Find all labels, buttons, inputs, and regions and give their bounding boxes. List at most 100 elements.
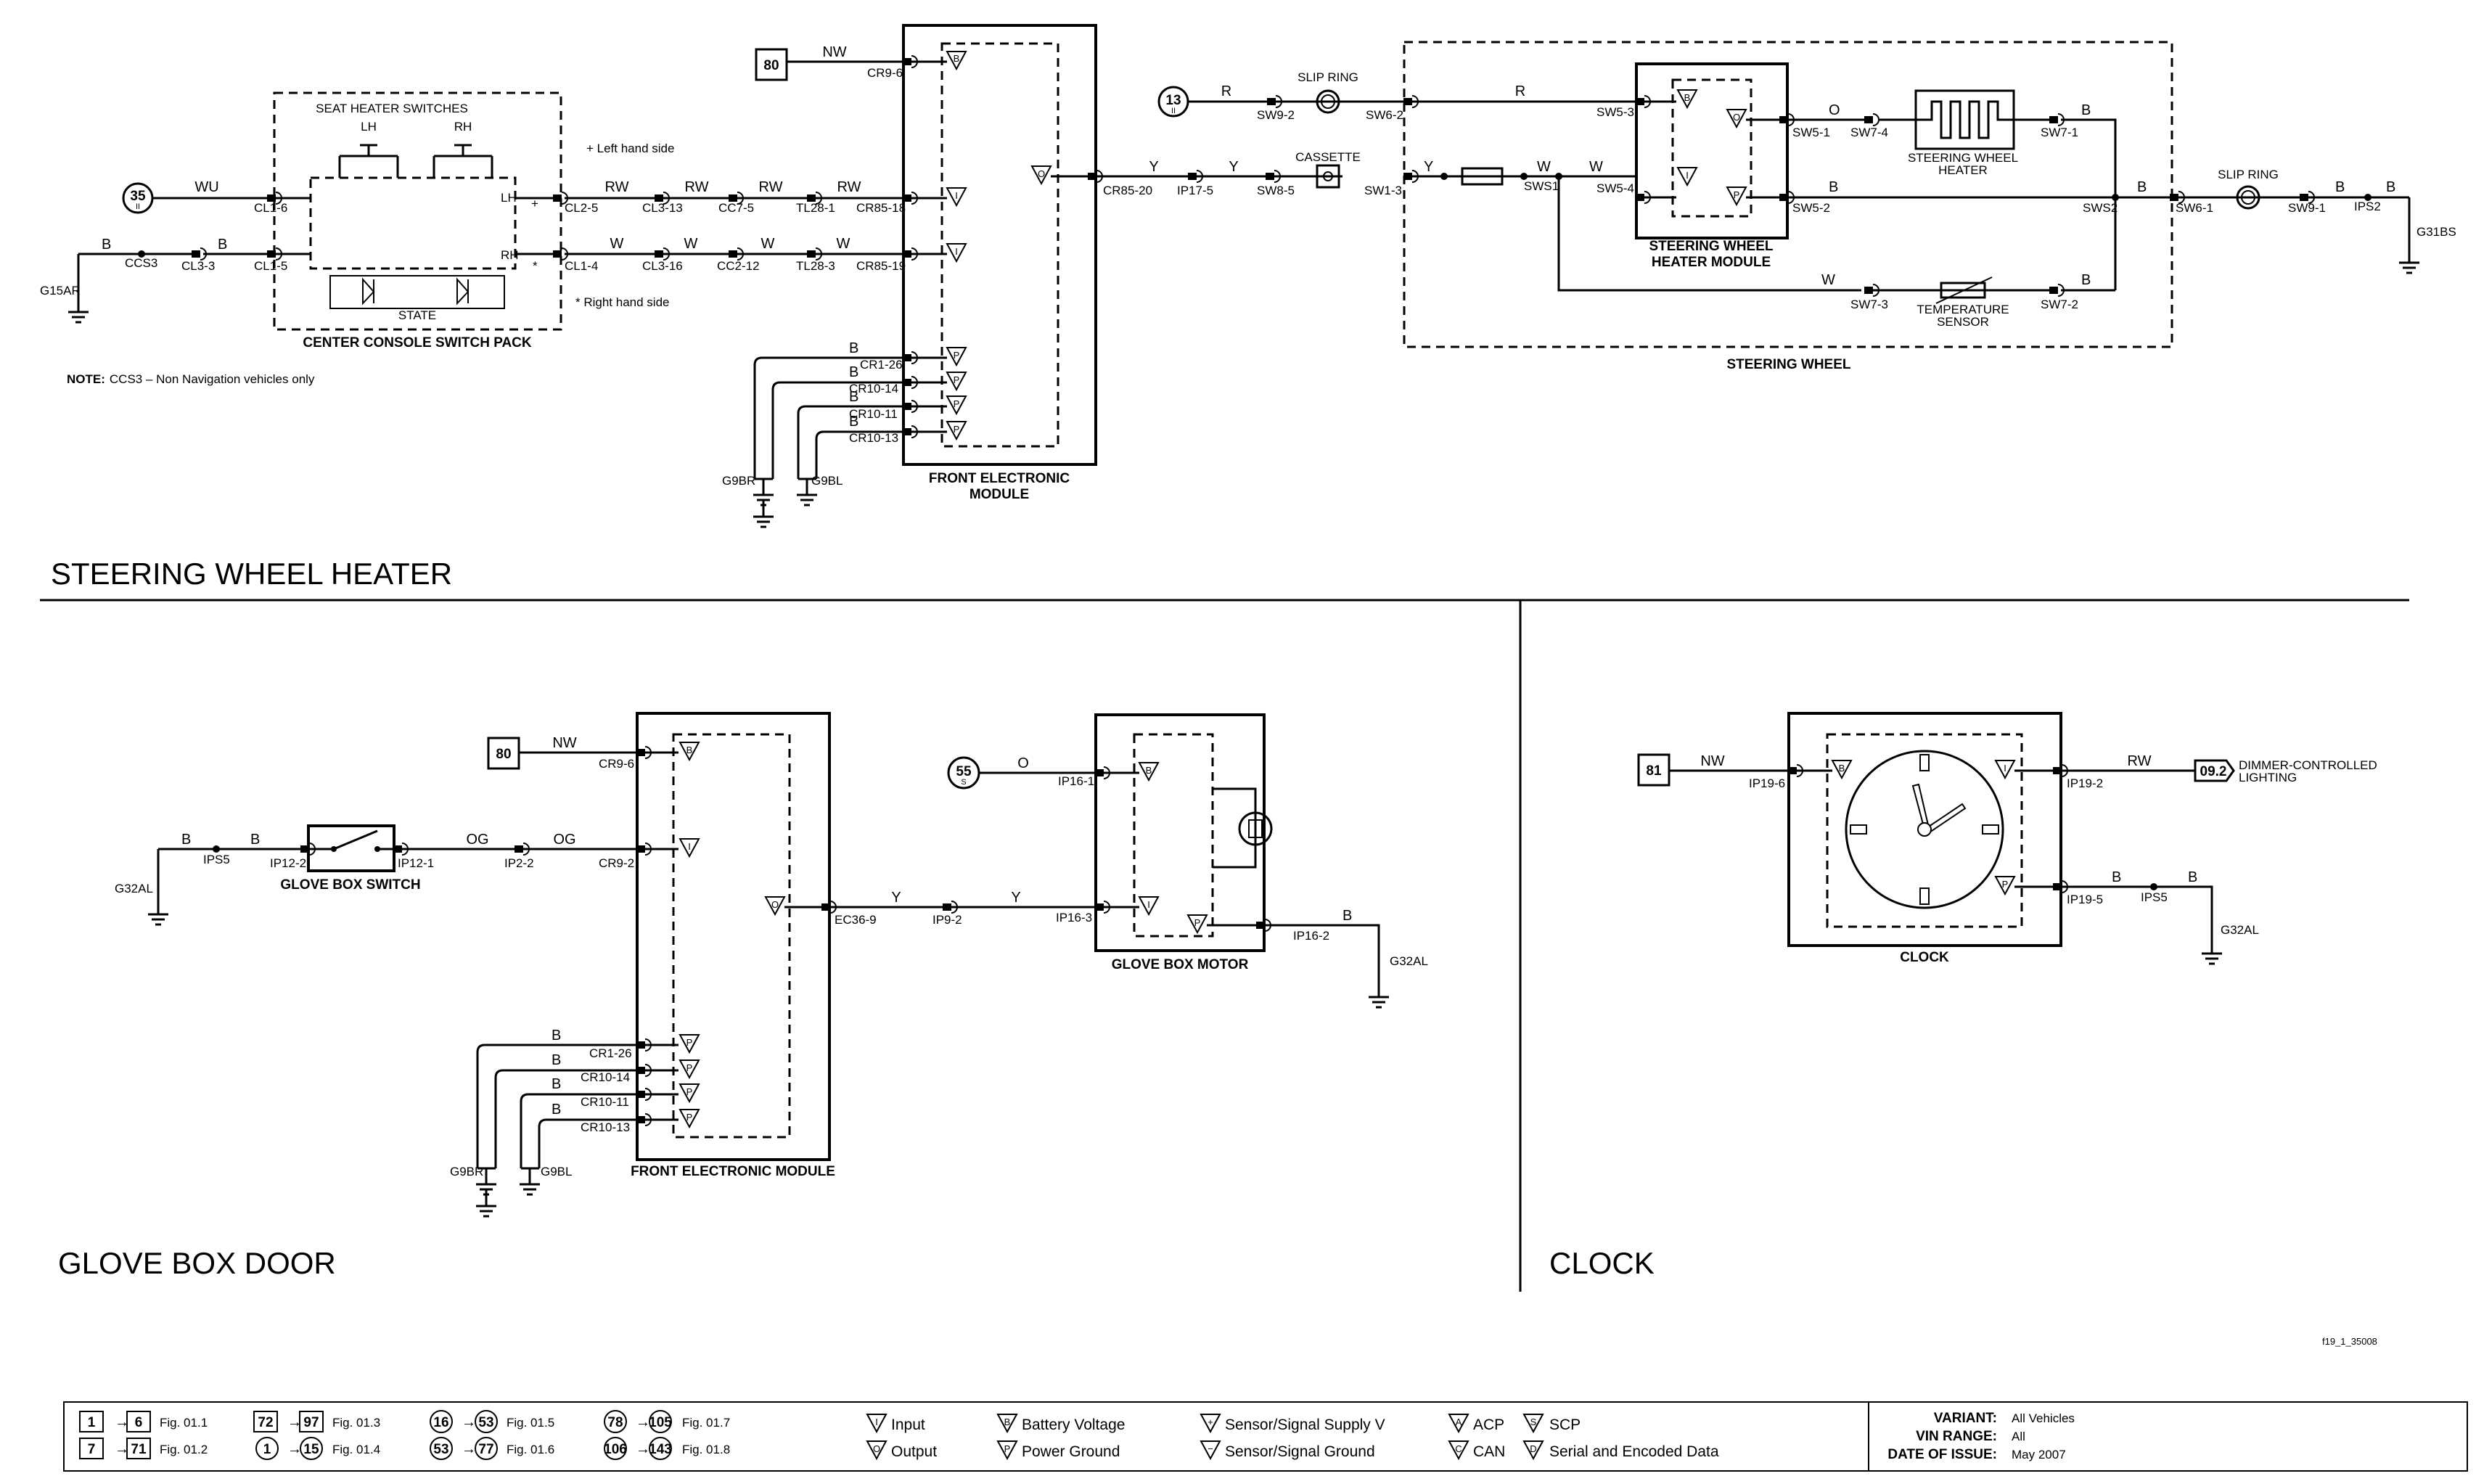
state-indicator-leds [329, 275, 505, 309]
svg-text:7: 7 [88, 1442, 96, 1457]
conn-sw7-2: SW7-2 [2041, 298, 2078, 311]
wire-b-hm1: B [2081, 102, 2091, 118]
wire-rw-4: RW [837, 179, 861, 195]
m-pin-i: I [1147, 899, 1150, 910]
conn-ip2-2: IP2-2 [504, 856, 534, 870]
date-of-issue-label: DATE OF ISSUE: [1887, 1447, 1997, 1462]
rh-output-label: RH [501, 248, 519, 262]
g-pin-o: O [771, 899, 779, 910]
wire-rw-1: RW [605, 179, 629, 195]
wire-w-1: W [610, 236, 624, 252]
wire-b-g1: B [181, 832, 191, 848]
conn-ip16-2: IP16-2 [1293, 929, 1329, 943]
svg-text:−: − [1208, 1443, 1213, 1454]
conn-sw5-2: SW5-2 [1792, 201, 1830, 215]
ref-09-2-label: 09.2 [2200, 764, 2227, 779]
dimmer-label-1: DIMMER-CONTROLLED [2239, 758, 2377, 772]
pin-p-top-1: P [954, 350, 960, 361]
heater-element-title-1: STEERING WHEEL [1908, 151, 2018, 165]
conn-ips5-clock: IPS5 [2141, 890, 2168, 904]
wire-b-g5: B [552, 1076, 561, 1092]
conn-sw9-2: SW9-2 [1257, 108, 1295, 122]
conn-cl3-13: CL3-13 [642, 201, 683, 215]
ref-55-label: 55 [956, 764, 972, 779]
wire-nw-glove: NW [552, 735, 576, 751]
glove-box-door-diagram: G32AL B IPS5 B IP12-2 GLOVE BOX SWITCH I… [58, 712, 1428, 1280]
ground-g32al-left: G32AL [115, 882, 153, 895]
g-pin-b: B [686, 745, 693, 755]
variant-label: VARIANT: [1934, 1411, 1997, 1426]
svg-text:→: → [115, 1414, 129, 1430]
g-pin-p2: P [686, 1062, 693, 1073]
conn-tl28-3: TL28-3 [796, 259, 835, 273]
svg-text:Fig. 01.3: Fig. 01.3 [332, 1416, 380, 1430]
asterisk-sign: * [533, 259, 538, 273]
conn-sw7-4: SW7-4 [1850, 126, 1888, 139]
clock-face-icon [1845, 750, 2004, 909]
conn-ip12-2: IP12-2 [270, 856, 306, 870]
conn-cl3-3: CL3-3 [181, 259, 215, 273]
g-pin-i: I [688, 841, 691, 852]
pin-p-top-2: P [954, 374, 960, 385]
wire-b-hm3: B [2081, 272, 2091, 288]
front-electronic-module-glove: B I P P P P O FRONT ELECTRONIC MODULE [631, 712, 837, 1179]
conn-tl28-1: TL28-1 [796, 201, 835, 215]
g-pin-p1: P [686, 1037, 693, 1048]
hm-pin-b: B [1684, 92, 1691, 103]
svg-text:→: → [636, 1441, 650, 1457]
pin-b-top: B [954, 53, 960, 64]
g-pin-p4: P [686, 1112, 693, 1123]
wire-rw-3: RW [759, 179, 783, 195]
conn-cr10-14-glove: CR10-14 [581, 1070, 630, 1084]
ref-box-80-glove: 80 [487, 737, 520, 770]
c-pin-b: B [1839, 763, 1845, 774]
switch-lh-label: LH [361, 120, 377, 134]
wire-r-2: R [1515, 83, 1525, 99]
svg-text:106: 106 [604, 1442, 627, 1457]
wire-b-5: B [2335, 179, 2345, 195]
conn-sw1-3: SW1-3 [1364, 184, 1402, 197]
legend-power-ground: Power Ground [1022, 1443, 1120, 1460]
wire-b-g7: B [1342, 908, 1352, 924]
right-hand-side-note: * Right hand side [575, 295, 669, 309]
wire-wu: WU [194, 179, 218, 195]
conn-sws1: SWS1 [1524, 179, 1559, 193]
wire-b-fem1: B [849, 340, 858, 356]
legend-can: CAN [1473, 1443, 1505, 1460]
wire-b-c1: B [2112, 869, 2121, 885]
section-title-glove-box-door: GLOVE BOX DOOR [58, 1246, 336, 1280]
wire-rw-clock: RW [2128, 753, 2152, 769]
svg-text:Fig. 01.4: Fig. 01.4 [332, 1443, 380, 1456]
pin-p-top-3: P [954, 398, 960, 409]
conn-cr10-14-top: CR10-14 [849, 382, 898, 395]
svg-text:→: → [462, 1441, 476, 1457]
wire-w-5: W [1537, 159, 1551, 175]
conn-ip19-6: IP19-6 [1749, 776, 1785, 790]
ref-80-top-label: 80 [763, 58, 779, 73]
dimmer-label-2: LIGHTING [2239, 771, 2297, 784]
conn-cl1-6: CL1-6 [254, 201, 287, 215]
svg-text:→: → [636, 1414, 650, 1430]
seat-heater-switches-label: SEAT HEATER SWITCHES [316, 102, 468, 115]
wire-y-g1: Y [891, 890, 901, 906]
conn-ccs3: CCS3 [125, 256, 157, 270]
wire-og-1: OG [466, 832, 488, 848]
conn-cl3-16: CL3-16 [642, 259, 683, 273]
ref-circle-13: 13 II [1157, 86, 1189, 118]
steering-wheel-heater-diagram: 35 II WU CL1-6 G15AR B CCS3 CL3-3 B CL1-… [40, 24, 2456, 591]
cassette-label: CASSETTE [1295, 150, 1361, 164]
svg-text:77: 77 [478, 1442, 493, 1457]
m-pin-b: B [1146, 765, 1152, 776]
svg-text:Fig. 01.2: Fig. 01.2 [160, 1443, 208, 1456]
temperature-sensor: TEMPERATURE SENSOR [1872, 276, 2050, 329]
svg-text:71: 71 [131, 1442, 147, 1457]
fem-top-title-2: MODULE [970, 487, 1029, 502]
conn-ip19-5: IP19-5 [2067, 893, 2103, 906]
glove-box-motor-title: GLOVE BOX MOTOR [1112, 957, 1249, 972]
legend-acp: ACP [1473, 1417, 1504, 1433]
wire-b-1: B [102, 237, 111, 253]
conn-ips5-glove: IPS5 [203, 853, 230, 866]
wire-og-2: OG [553, 832, 575, 848]
